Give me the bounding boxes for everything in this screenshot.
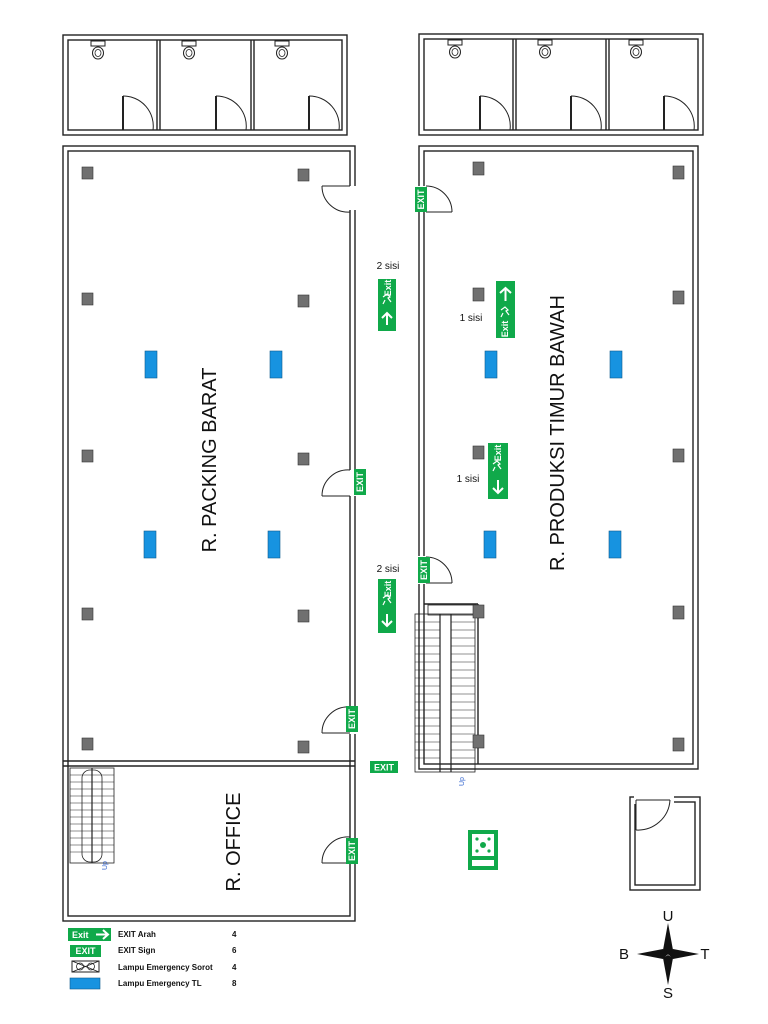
exit-arrow-sign: Exit 2 sisi — [377, 564, 400, 633]
emergency-tl-lamp — [269, 350, 283, 379]
svg-text:EXIT: EXIT — [347, 709, 357, 730]
emergency-spot-lamp — [81, 607, 94, 621]
legend: Exit EXIT Arah 4 EXIT EXIT Sign 6 Lampu … — [68, 928, 237, 990]
emergency-spot-lamp — [472, 445, 485, 460]
toilet-icon — [90, 40, 106, 60]
emergency-spot-lamp — [672, 290, 685, 305]
compass-east-label: T — [700, 946, 709, 963]
svg-text:4: 4 — [232, 930, 237, 939]
legend-item-exit-sign: EXIT EXIT Sign 6 — [70, 945, 237, 957]
svg-text:EXIT Arah: EXIT Arah — [118, 930, 156, 939]
legend-item-emergency-tl-lamp: Lampu Emergency TL 8 — [69, 977, 237, 990]
annotation-one-sided: 1 sisi — [457, 474, 480, 485]
svg-text:EXIT Sign: EXIT Sign — [118, 946, 155, 955]
svg-text:Exit: Exit — [383, 581, 393, 598]
emergency-tl-lamp — [483, 530, 497, 559]
toilet-icon — [274, 40, 290, 60]
svg-text:EXIT: EXIT — [347, 841, 357, 862]
compass-west-label: B — [619, 946, 629, 963]
legend-item-exit-arrah: Exit EXIT Arah 4 — [68, 928, 237, 941]
assembly-point-icon — [468, 830, 498, 870]
emergency-spot-lamp — [297, 168, 310, 182]
emergency-spot-lamp — [81, 166, 94, 180]
room-label-packing-barat: R. PACKING BARAT — [199, 368, 221, 553]
exit-sign: EXIT — [346, 838, 358, 864]
svg-text:Exit: Exit — [383, 280, 393, 297]
svg-text:EXIT: EXIT — [419, 560, 429, 581]
svg-text:Exit: Exit — [500, 321, 510, 338]
svg-text:Exit: Exit — [493, 445, 503, 462]
annotation-two-sided: 2 sisi — [377, 261, 400, 272]
svg-text:Lampu Emergency Sorot: Lampu Emergency Sorot — [118, 963, 213, 972]
annotation-one-sided: 1 sisi — [460, 313, 483, 324]
exit-sign: EXIT — [415, 187, 427, 212]
svg-text:EXIT: EXIT — [374, 763, 395, 773]
exit-arrow-sign: Exit 1 sisi — [460, 281, 515, 338]
emergency-spot-lamp — [81, 449, 94, 463]
stairs-office: Up — [69, 767, 115, 870]
emergency-tl-lamp — [69, 977, 101, 990]
exit-sign: EXIT — [354, 469, 366, 495]
legend-item-emergency-spot-lamp: Lampu Emergency Sorot 4 — [71, 960, 237, 973]
emergency-tl-lamp — [267, 530, 281, 559]
exit-sign — [70, 945, 101, 957]
compass-north-label: U — [663, 908, 674, 925]
emergency-spot-lamp — [472, 161, 485, 176]
svg-text:Lampu Emergency TL: Lampu Emergency TL — [118, 979, 202, 988]
exit-sign: EXIT — [418, 557, 430, 583]
svg-text:8: 8 — [232, 979, 237, 988]
emergency-spot-lamp — [81, 737, 94, 751]
svg-text:EXIT: EXIT — [355, 472, 365, 493]
emergency-spot-lamp — [672, 737, 685, 752]
room-label-office: R. OFFICE — [223, 793, 245, 892]
emergency-spot-lamp — [672, 165, 685, 180]
emergency-spot-lamp — [297, 609, 310, 623]
compass: U S B T — [619, 908, 710, 1002]
emergency-tl-lamp — [143, 530, 157, 559]
emergency-spot-lamp — [472, 734, 485, 749]
west-building — [62, 145, 358, 922]
annotation-two-sided: 2 sisi — [377, 564, 400, 575]
toilet-icon — [628, 39, 644, 59]
svg-text:6: 6 — [232, 946, 237, 955]
toilet-block-west — [62, 34, 348, 136]
toilet-block-east — [418, 33, 704, 136]
exit-sign: EXIT — [346, 706, 358, 732]
small-room-southeast — [629, 796, 701, 891]
svg-text:EXIT: EXIT — [416, 189, 426, 210]
compass-south-label: S — [663, 985, 673, 1002]
svg-text:EXIT: EXIT — [75, 946, 96, 956]
exit-arrow-sign: Exit 2 sisi — [377, 261, 400, 331]
emergency-spot-lamp — [297, 740, 310, 754]
emergency-tl-lamp — [144, 350, 158, 379]
emergency-spot-lamp — [672, 605, 685, 620]
stairs-east: Up — [414, 604, 477, 786]
emergency-spot-lamp — [672, 448, 685, 463]
toilet-icon — [537, 39, 553, 59]
emergency-spot-lamp — [297, 452, 310, 466]
exit-arrow-sign: Exit 1 sisi — [457, 443, 508, 499]
stair-up-label: Up — [459, 777, 466, 786]
svg-text:Exit: Exit — [72, 930, 89, 940]
emergency-spot-lamp — [472, 287, 485, 302]
emergency-tl-lamp — [609, 350, 623, 379]
exit-sign: EXIT — [370, 761, 398, 773]
room-label-produksi-timur-bawah: R. PRODUKSI TIMUR BAWAH — [547, 295, 569, 571]
svg-text:4: 4 — [232, 963, 237, 972]
exit-arrow-sign — [68, 928, 111, 941]
emergency-tl-lamp — [608, 530, 622, 559]
emergency-spot-lamp — [472, 604, 485, 619]
stair-up-label: Up — [102, 861, 109, 870]
emergency-spot-lamp — [81, 292, 94, 306]
emergency-spot-lamp — [297, 294, 310, 308]
toilet-icon — [447, 39, 463, 59]
emergency-tl-lamp — [484, 350, 498, 379]
toilet-icon — [181, 40, 197, 60]
